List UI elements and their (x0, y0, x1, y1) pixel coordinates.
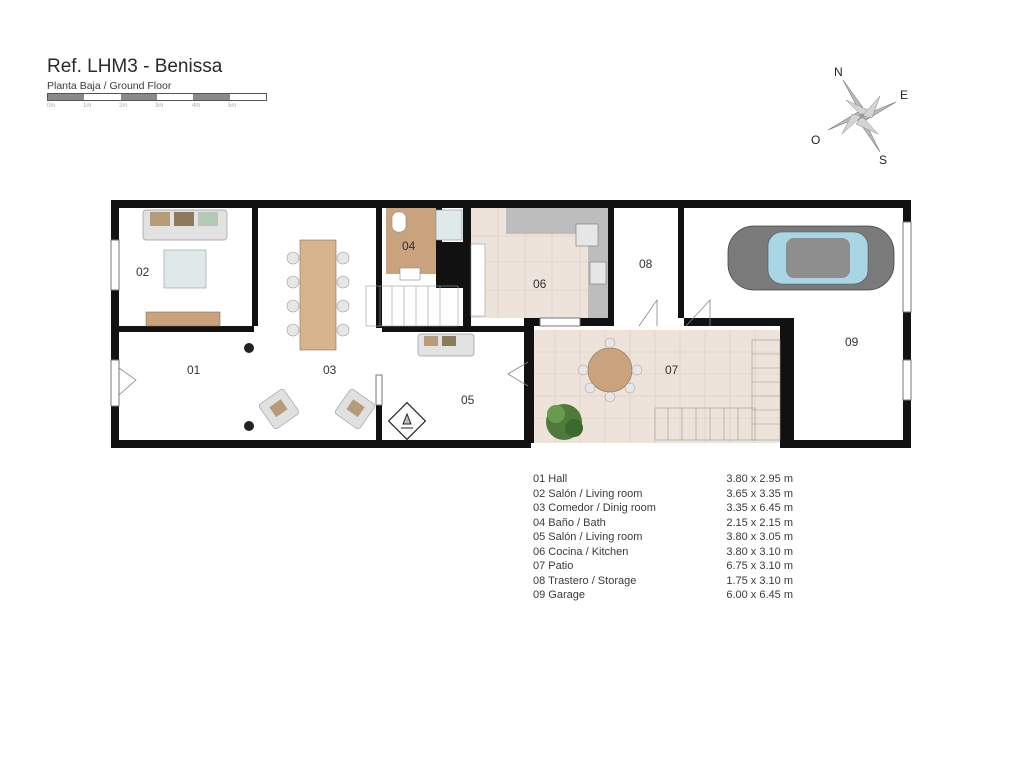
legend-room-size: 3.65 x 3.35 m (726, 487, 793, 500)
legend-room-name: 07 Patio (533, 560, 574, 572)
dining-table-icon (286, 239, 350, 351)
legend-room-size: 1.75 x 3.10 m (726, 574, 793, 587)
scale-label: 2m (119, 103, 128, 109)
legend-room-size: 6.75 x 3.10 m (726, 560, 793, 572)
rug-icon (163, 249, 207, 289)
compass-west-label: O (811, 133, 820, 147)
windows (110, 221, 912, 407)
room-label-05: 05 (461, 393, 475, 407)
scale-segment (156, 94, 194, 100)
legend-room-size: 3.35 x 6.45 m (726, 502, 793, 514)
scale-label: 0m (47, 103, 56, 109)
legend-room-size: 3.80 x 3.10 m (726, 545, 793, 558)
room-legend: 01 Hall 3.80 x 2.95 m 02 Salón / Living r… (533, 472, 793, 603)
room-label-01: 01 (187, 363, 201, 377)
legend-row: 05 Salón / Living room 3.80 x 3.05 m (533, 530, 793, 545)
compass-south-label: S (879, 153, 887, 167)
sofa-icon (417, 333, 475, 357)
walls (111, 200, 911, 448)
scale-segment (48, 94, 85, 100)
room-label-02: 02 (136, 265, 150, 279)
plan-title: Ref. LHM3 - Benissa (47, 56, 223, 77)
patio-tiles (530, 330, 780, 443)
column-icon (244, 343, 254, 353)
staircase-icon (365, 285, 781, 441)
legend-row: 09 Garage 6.00 x 6.45 m (533, 588, 793, 603)
legend-room-name: 01 Hall (533, 473, 568, 485)
room-label-06: 06 (533, 277, 547, 291)
scale-label: 4m (192, 103, 201, 109)
plan-subtitle: Planta Baja / Ground Floor (47, 80, 172, 92)
bathroom-fixtures-icon (391, 209, 463, 281)
legend-room-name: 06 Cocina / Kitchen (533, 545, 629, 558)
compass-north-label: N (834, 65, 843, 79)
door-swings (118, 298, 711, 396)
scale-segment (229, 94, 266, 100)
legend-room-size: 2.15 x 2.15 m (726, 516, 793, 529)
scale-segment (193, 94, 230, 100)
legend-row: 01 Hall 3.80 x 2.95 m (533, 472, 793, 487)
tv-unit-icon (145, 311, 221, 327)
legend-row: 02 Salón / Living room 3.65 x 3.35 m (533, 487, 793, 502)
legend-room-name: 08 Trastero / Storage (533, 574, 637, 587)
fireplace-icon (387, 401, 427, 441)
legend-room-name: 05 Salón / Living room (533, 531, 643, 543)
legend-row: 04 Baño / Bath 2.15 x 2.15 m (533, 516, 793, 531)
legend-room-name: 09 Garage (533, 589, 585, 601)
patio-table-icon (577, 337, 643, 403)
kitchen-counter-icon (470, 208, 608, 318)
legend-row: 08 Trastero / Storage 1.75 x 3.10 m (533, 574, 793, 589)
scale-segment (120, 94, 157, 100)
sofa-icon (142, 209, 228, 241)
legend-room-size: 6.00 x 6.45 m (726, 589, 793, 601)
legend-row: 06 Cocina / Kitchen 3.80 x 3.10 m (533, 545, 793, 560)
room-label-04: 04 (402, 239, 416, 253)
scale-labels: 0m 1m 2m 3m 4m 5m (47, 103, 277, 113)
column-icon (244, 421, 254, 431)
legend-row: 07 Patio 6.75 x 3.10 m (533, 559, 793, 574)
palm-plant-icon (546, 404, 583, 440)
legend-room-name: 03 Comedor / Dinig room (533, 502, 656, 514)
legend-row: 03 Comedor / Dinig room 3.35 x 6.45 m (533, 501, 793, 516)
compass-east-label: E (900, 88, 908, 102)
room-label-07: 07 (665, 363, 679, 377)
room-label-03: 03 (323, 363, 337, 377)
car-icon (727, 225, 895, 291)
scale-label: 1m (83, 103, 92, 109)
scale-label: 3m (155, 103, 164, 109)
legend-room-name: 02 Salón / Living room (533, 487, 643, 500)
room-label-09: 09 (845, 335, 859, 349)
legend-room-size: 3.80 x 2.95 m (726, 473, 793, 485)
room-label-08: 08 (639, 257, 653, 271)
legend-room-name: 04 Baño / Bath (533, 516, 606, 529)
scale-label: 5m (228, 103, 237, 109)
compass-rose-icon (827, 79, 897, 153)
legend-room-size: 3.80 x 3.05 m (726, 531, 793, 543)
scale-bar (47, 93, 267, 101)
armchair-icon (258, 388, 376, 430)
scale-segment (84, 94, 121, 100)
